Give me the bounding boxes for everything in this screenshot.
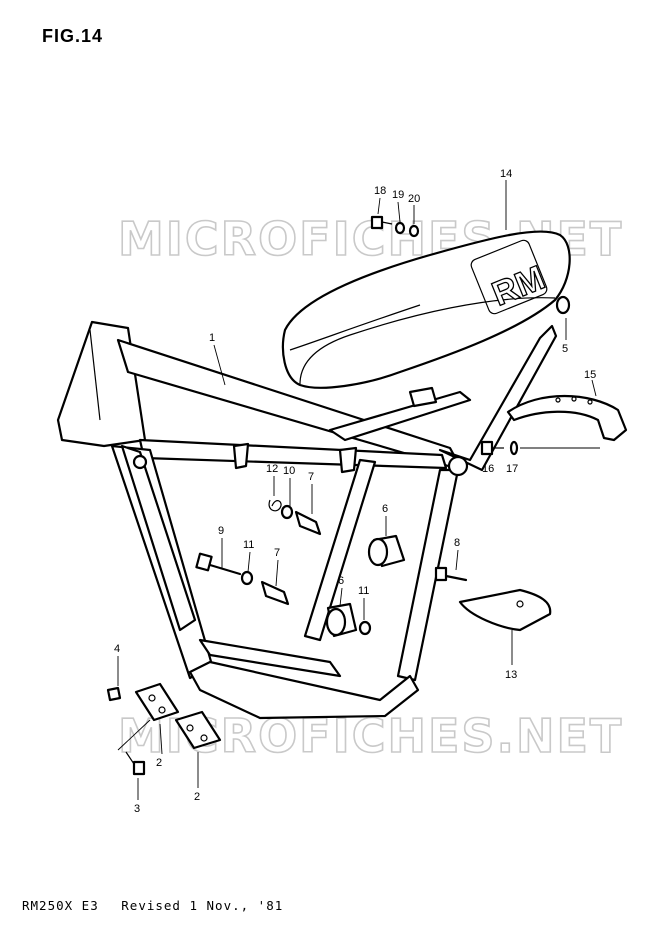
washer-11a bbox=[240, 570, 254, 586]
leader-lines bbox=[117, 180, 600, 800]
callout-12: 12 bbox=[266, 463, 278, 475]
nut-4 bbox=[106, 686, 122, 702]
callout-6b: 6 bbox=[338, 575, 344, 587]
bolt-8 bbox=[434, 566, 468, 582]
callout-2b: 2 bbox=[194, 791, 200, 803]
plate-2a bbox=[134, 682, 180, 722]
spacer-7b bbox=[260, 580, 290, 606]
callout-14: 14 bbox=[500, 168, 512, 180]
bolt-9 bbox=[195, 552, 242, 576]
rear-bracket bbox=[506, 394, 628, 442]
callout-2a: 2 bbox=[156, 757, 162, 769]
washer-10 bbox=[280, 504, 294, 520]
callout-16: 16 bbox=[482, 463, 494, 475]
callout-4: 4 bbox=[114, 643, 120, 655]
callout-10: 10 bbox=[283, 465, 295, 477]
clip-12 bbox=[268, 499, 282, 512]
callout-1: 1 bbox=[209, 332, 215, 344]
callout-18: 18 bbox=[374, 185, 386, 197]
spacer-7a bbox=[294, 510, 322, 536]
footer: RM250X E3 Revised 1 Nov., '81 bbox=[22, 898, 297, 913]
callout-19: 19 bbox=[392, 189, 404, 201]
figure-title: FIG.14 bbox=[42, 26, 104, 46]
plate-2b bbox=[174, 710, 222, 750]
washer-17 bbox=[509, 440, 519, 456]
callout-20: 20 bbox=[408, 193, 420, 205]
callout-9: 9 bbox=[218, 525, 224, 537]
callouts: 1 2 2 3 4 5 6 6 7 7 8 9 10 11 11 12 13 1… bbox=[114, 168, 596, 815]
callout-6a: 6 bbox=[382, 503, 388, 515]
washer-19 bbox=[394, 221, 406, 235]
bolt-16 bbox=[480, 440, 504, 456]
callout-8: 8 bbox=[454, 537, 460, 549]
bushing-6b bbox=[325, 602, 358, 638]
washer-20 bbox=[408, 224, 420, 238]
callout-11a: 11 bbox=[243, 539, 254, 551]
callout-7a: 7 bbox=[308, 471, 314, 483]
frame bbox=[56, 320, 558, 720]
bushing-6a bbox=[367, 534, 406, 568]
callout-7b: 7 bbox=[274, 547, 280, 559]
callout-17: 17 bbox=[506, 463, 518, 475]
callout-5: 5 bbox=[562, 343, 568, 355]
bolt-18 bbox=[370, 215, 393, 230]
callout-11b: 11 bbox=[358, 585, 369, 597]
washer-11b bbox=[358, 620, 372, 636]
callout-13: 13 bbox=[505, 669, 517, 681]
footer-model: RM250X E3 bbox=[22, 898, 99, 913]
skid-guard bbox=[458, 588, 552, 632]
footer-revision: Revised 1 Nov., '81 bbox=[121, 898, 284, 913]
callout-3: 3 bbox=[134, 803, 140, 815]
seat: RM bbox=[281, 230, 571, 389]
nut-5 bbox=[555, 295, 571, 315]
bolt-3 bbox=[125, 751, 146, 776]
callout-15: 15 bbox=[584, 369, 596, 381]
